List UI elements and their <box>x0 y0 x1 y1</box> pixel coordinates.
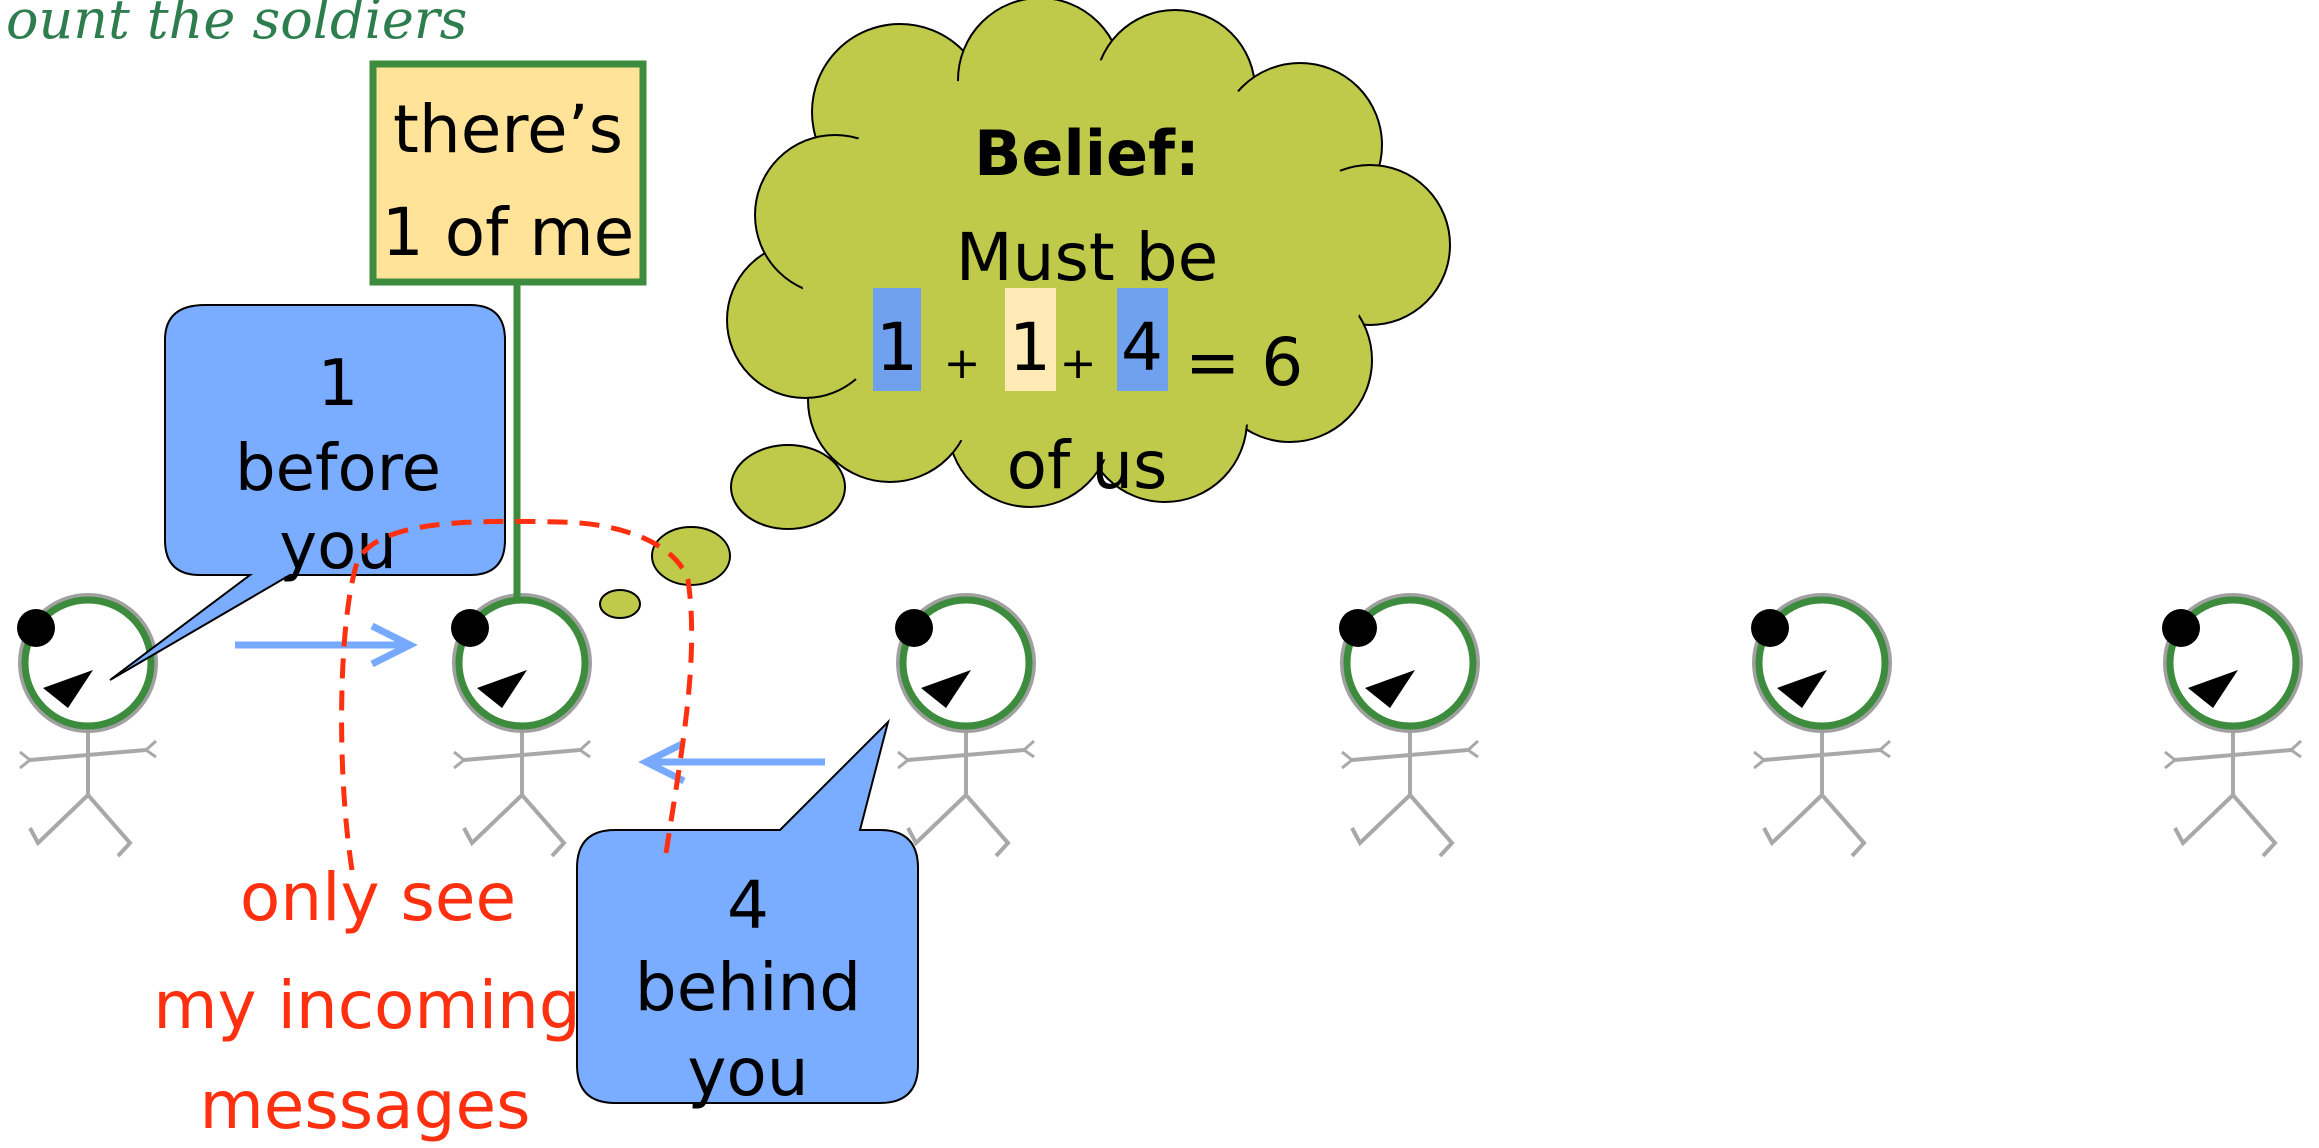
equation-term-self: 1 <box>1009 309 1051 386</box>
highlight-self <box>1005 288 1056 391</box>
soldier-icon <box>895 596 1034 856</box>
soldier-icon <box>1339 596 1478 856</box>
before-you: you <box>279 510 397 584</box>
highlight-before <box>873 288 921 391</box>
speech-bubble-behind <box>576 718 919 1104</box>
note-line2: my incoming <box>153 967 581 1044</box>
equation-term-behind: 4 <box>1121 309 1163 386</box>
soldier-icon <box>1751 596 1890 856</box>
behind-label: behind <box>635 949 861 1026</box>
behind-count: 4 <box>727 867 769 944</box>
belief-line3: of us <box>1007 427 1168 504</box>
soldier-icon <box>17 596 156 856</box>
slide-title-fragment: ount the soldiers <box>6 0 468 51</box>
belief-heading: Belief: <box>974 117 1200 190</box>
note-line3: messages <box>200 1067 531 1144</box>
speech-bubble-before <box>109 304 506 681</box>
equation-plus: + <box>944 338 981 389</box>
sign-text-line1: there’s <box>393 91 623 168</box>
before-label: before <box>235 432 441 506</box>
right-arrow-icon <box>235 622 418 668</box>
sign-board <box>369 60 647 286</box>
equation-result: = 6 <box>1185 324 1303 401</box>
equation-term-before: 1 <box>876 309 918 386</box>
sign-text-line2: 1 of me <box>382 194 634 271</box>
belief-line1: Must be <box>956 219 1219 296</box>
note-line1: only see <box>240 859 516 936</box>
equation-plus: + <box>1060 338 1097 389</box>
behind-you: you <box>687 1034 808 1111</box>
thought-cloud <box>599 0 1451 619</box>
before-count: 1 <box>318 347 359 421</box>
soldier-icon <box>2162 596 2301 856</box>
highlight-behind <box>1117 288 1168 391</box>
soldier-icon <box>451 596 590 856</box>
left-arrow-icon <box>638 739 825 785</box>
